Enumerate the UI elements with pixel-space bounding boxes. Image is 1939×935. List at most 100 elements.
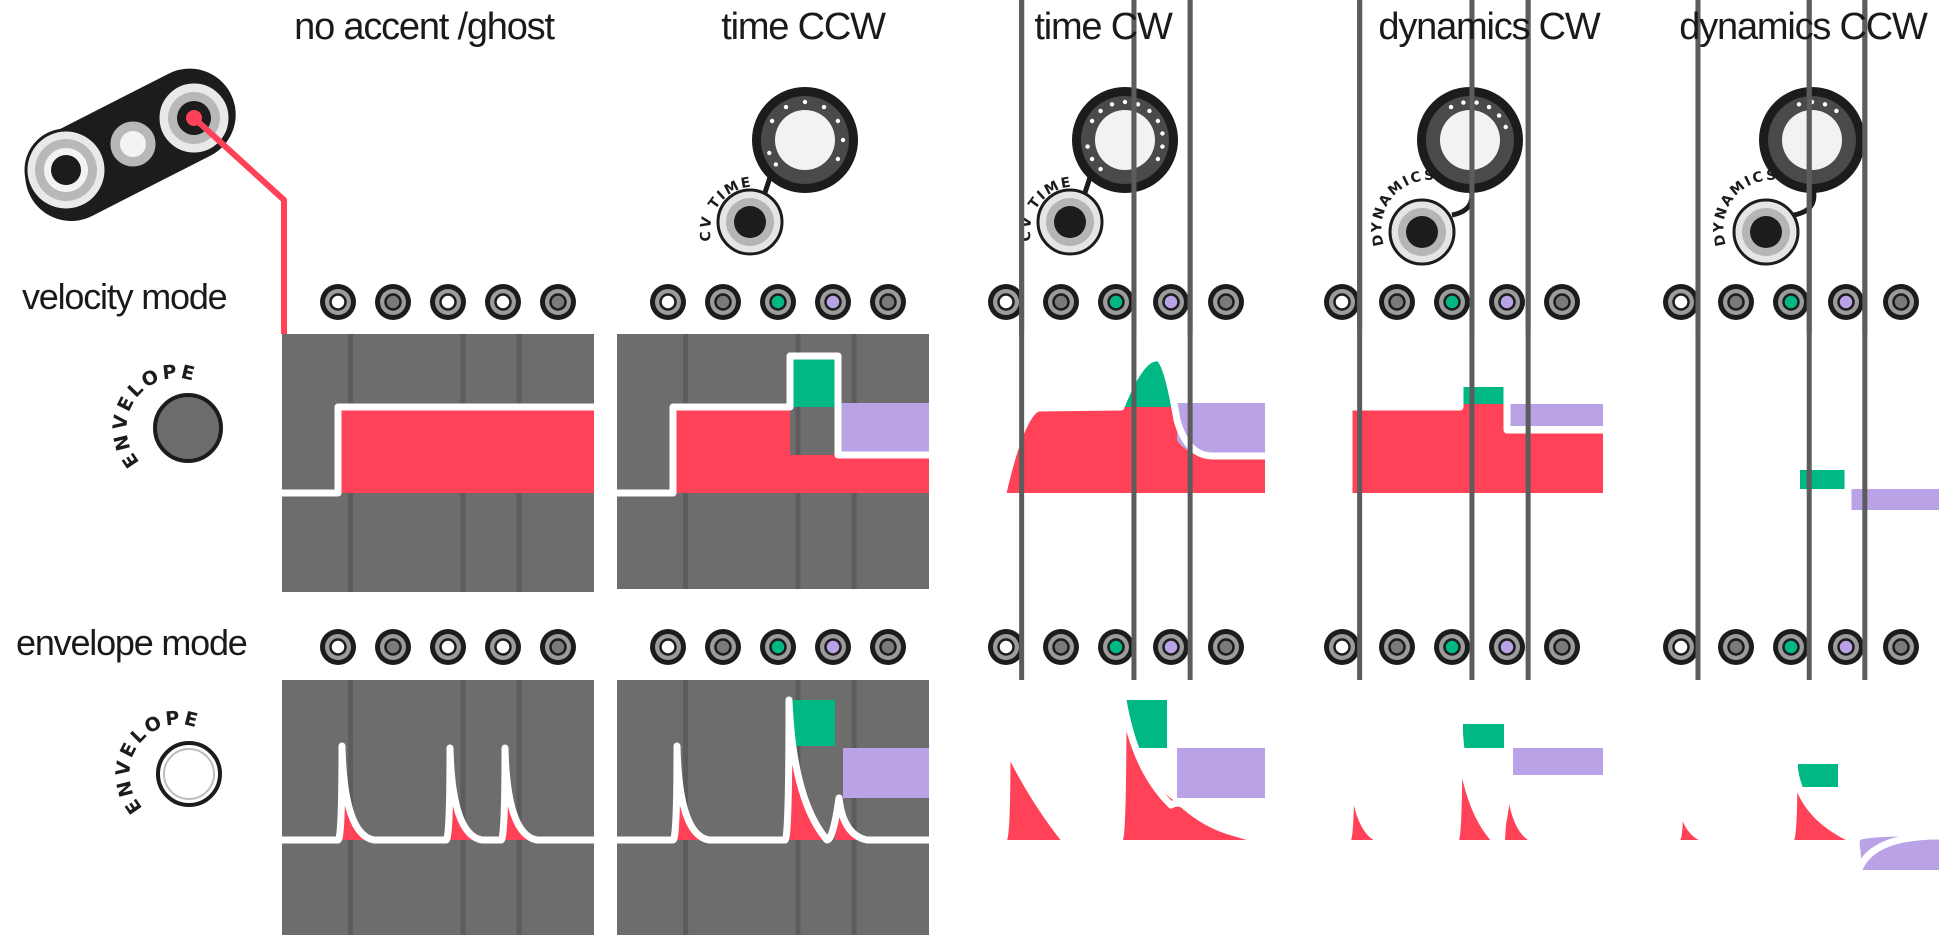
step-led-green xyxy=(1782,638,1800,656)
accent-block xyxy=(1460,387,1507,404)
step-led-purple xyxy=(1162,638,1180,656)
step-led-green xyxy=(1782,293,1800,311)
step-led-white xyxy=(494,638,512,656)
knob-position-dot xyxy=(1448,104,1454,110)
step-led-green xyxy=(1107,293,1125,311)
knob-position-dot xyxy=(835,156,841,162)
envelope-trace xyxy=(278,742,598,844)
step-led-gray xyxy=(549,293,567,311)
rotary-knob-icon[interactable]: CV TIME xyxy=(698,87,858,256)
step-led-gray xyxy=(1553,638,1571,656)
knob-position-dot xyxy=(802,99,808,105)
accent-block xyxy=(1463,724,1504,748)
rotary-knob-icon[interactable]: DYNAMICS xyxy=(1711,87,1865,266)
knob-position-dot xyxy=(1160,144,1165,149)
velocity-fill xyxy=(790,455,929,493)
envelope-button-icon[interactable]: ENVELOPE xyxy=(109,361,223,472)
envelope-fill xyxy=(1459,725,1495,840)
envelope-fill xyxy=(1794,764,1848,840)
envelope-fill xyxy=(1123,700,1265,840)
step-led-green xyxy=(1107,638,1125,656)
step-led-green xyxy=(1443,638,1461,656)
step-led-white xyxy=(494,293,512,311)
step-led-purple xyxy=(1162,293,1180,311)
envelope-button-icon[interactable]: ENVELOPE xyxy=(112,707,222,818)
cv-jack-icon[interactable] xyxy=(716,188,784,256)
column-header-dynamics-cw: dynamics CW xyxy=(1378,6,1600,48)
knob-position-dot xyxy=(1461,100,1466,105)
step-led-gray xyxy=(1217,293,1235,311)
step-led-gray xyxy=(1892,293,1910,311)
cv-jack-icon[interactable] xyxy=(1732,198,1800,266)
velocity-fill xyxy=(673,407,790,493)
envelope-trace xyxy=(1287,379,1607,497)
envelope-fill xyxy=(1007,747,1065,840)
step-led-white xyxy=(439,638,457,656)
velocity-fill xyxy=(1349,387,1603,493)
step-led-purple xyxy=(1837,293,1855,311)
knob-position-dot xyxy=(1089,118,1095,124)
knob-position-dot xyxy=(1503,124,1508,130)
accent-block xyxy=(1800,470,1848,489)
knob-position-dot xyxy=(769,118,775,124)
knob-position-dot xyxy=(840,137,846,143)
row-label-velocity-mode: velocity mode xyxy=(22,276,228,317)
step-led-white xyxy=(1333,293,1351,311)
rotary-knob-icon[interactable]: DYNAMICS xyxy=(1369,87,1523,266)
step-led-white xyxy=(659,293,677,311)
ghost-block xyxy=(1513,748,1603,775)
envelope-trace xyxy=(613,696,933,844)
step-led-white xyxy=(329,638,347,656)
knob-position-dot xyxy=(1122,99,1128,105)
ghost-block xyxy=(1177,403,1265,456)
triple-jack-module-icon xyxy=(24,68,287,334)
knob-position-dot xyxy=(1474,100,1479,105)
step-led-gray xyxy=(1553,293,1571,311)
ghost-block xyxy=(838,403,929,455)
step-led-gray xyxy=(384,293,402,311)
step-led-green xyxy=(769,293,787,311)
knob-position-dot xyxy=(1109,102,1115,107)
knob-position-dot xyxy=(1147,108,1152,114)
row-label-envelope-mode: envelope mode xyxy=(16,622,248,663)
step-led-gray xyxy=(1727,638,1745,656)
ghost-block xyxy=(1848,489,1939,510)
step-led-white xyxy=(1672,638,1690,656)
step-led-green xyxy=(1443,293,1461,311)
step-led-purple xyxy=(1498,638,1516,656)
knob-position-dot xyxy=(1155,156,1161,162)
knob-position-dot xyxy=(1089,156,1095,162)
envelope-panel xyxy=(617,680,929,935)
step-led-gray xyxy=(1052,638,1070,656)
patch-cable xyxy=(191,115,287,334)
step-led-purple xyxy=(1837,638,1855,656)
cv-jack-icon[interactable] xyxy=(1036,188,1104,256)
knob-position-dot xyxy=(821,104,827,110)
column-header-time-ccw: time CCW xyxy=(721,6,886,48)
knob-position-dot xyxy=(835,118,841,124)
step-led-white xyxy=(1333,638,1351,656)
step-led-white xyxy=(659,638,677,656)
step-led-purple xyxy=(824,293,842,311)
envelope-trace xyxy=(949,696,1269,844)
step-led-gray xyxy=(714,293,732,311)
knob-position-dot xyxy=(1822,102,1828,107)
envelope-trace xyxy=(613,352,933,497)
rotary-knob-icon[interactable]: CV TIME xyxy=(1018,87,1178,256)
envelope-fill xyxy=(835,798,867,840)
step-led-white xyxy=(997,638,1015,656)
velocity-fill xyxy=(1177,440,1265,493)
envelope-trace xyxy=(1626,760,1939,876)
step-led-gray xyxy=(1892,638,1910,656)
cv-jack-icon[interactable] xyxy=(1388,198,1456,266)
accent-block xyxy=(790,356,838,407)
step-led-gray xyxy=(879,293,897,311)
step-led-gray xyxy=(879,638,897,656)
knob-position-dot xyxy=(1085,144,1090,149)
envelope-fill xyxy=(1505,775,1537,840)
step-led-white xyxy=(997,293,1015,311)
column-header-time-cw: time CW xyxy=(1034,6,1172,48)
accent-block xyxy=(1798,764,1838,787)
ghost-block xyxy=(1507,404,1603,426)
